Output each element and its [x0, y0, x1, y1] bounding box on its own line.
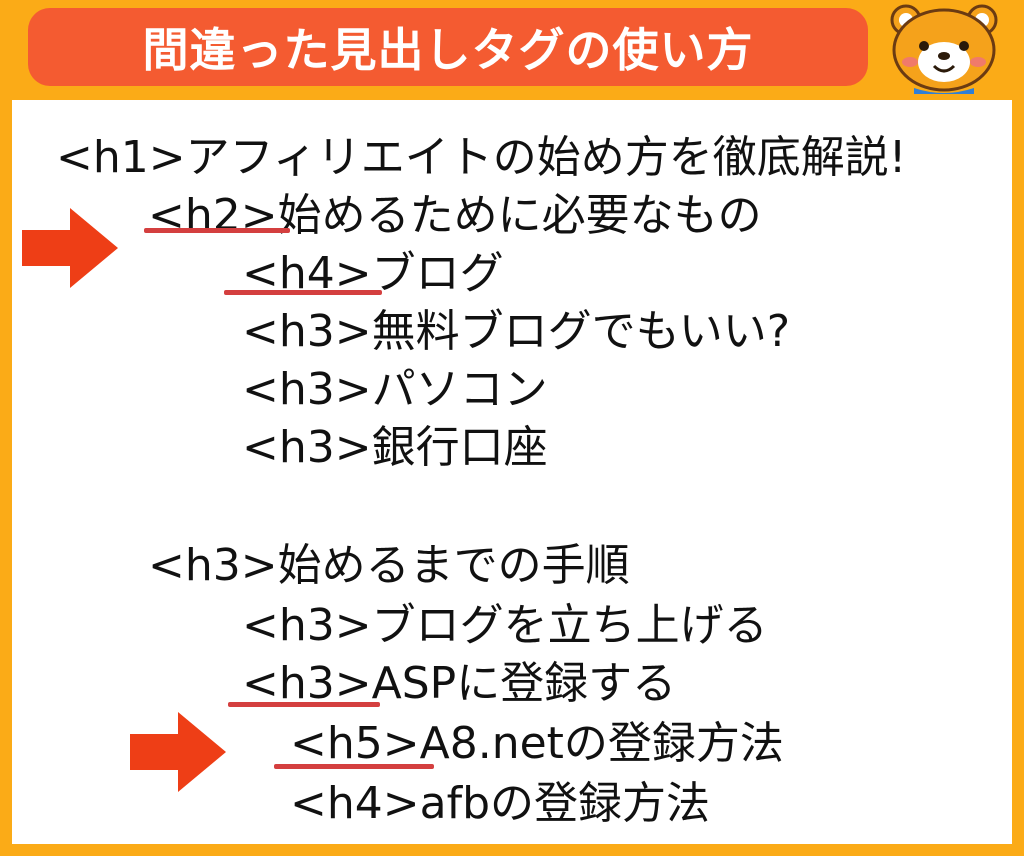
arrow-right-icon	[14, 200, 126, 296]
outline-line-4: <h3>無料ブログでもいい?	[242, 310, 790, 354]
outline-line-6: <h3>銀行口座	[242, 426, 548, 470]
heading-tag: <h3>	[148, 540, 278, 591]
outline-line-2: <h2>始めるために必要なもの	[148, 194, 762, 238]
error-underline	[224, 290, 382, 295]
error-underline	[228, 702, 380, 707]
heading-tag: <h4>	[242, 248, 372, 299]
heading-text: afbの登録方法	[419, 778, 711, 829]
outline-line-1: <h1>アフィリエイトの始め方を徹底解説!	[56, 136, 906, 180]
heading-text: ASPに登録する	[371, 658, 677, 709]
heading-text: A8.netの登録方法	[419, 718, 784, 769]
heading-text: 無料ブログでもいい?	[371, 306, 791, 357]
outline-line-7: <h3>始めるまでの手順	[148, 544, 630, 588]
arrow-right-icon	[122, 704, 234, 800]
heading-tag: <h3>	[242, 600, 372, 651]
outline-line-8: <h3>ブログを立ち上げる	[242, 604, 768, 648]
heading-text: ブログ	[371, 248, 504, 299]
heading-text: パソコン	[371, 364, 548, 415]
heading-text: 銀行口座	[371, 422, 548, 473]
outline-line-3: <h4>ブログ	[242, 252, 504, 296]
heading-tag: <h5>	[290, 718, 420, 769]
heading-text: ブログを立ち上げる	[371, 600, 768, 651]
title-banner: 間違った見出しタグの使い方	[28, 8, 868, 86]
outline-line-11: <h4>afbの登録方法	[290, 782, 710, 826]
heading-text: アフィリエイトの始め方を徹底解説!	[185, 132, 907, 183]
heading-tag: <h2>	[148, 190, 278, 241]
error-underline	[144, 228, 290, 233]
heading-tag: <h3>	[242, 364, 372, 415]
outline-line-5: <h3>パソコン	[242, 368, 548, 412]
heading-tag: <h4>	[290, 778, 420, 829]
outline-line-10: <h5>A8.netの登録方法	[290, 722, 784, 766]
heading-tag: <h3>	[242, 306, 372, 357]
heading-tag: <h1>	[56, 132, 186, 183]
error-underline	[274, 764, 434, 769]
heading-tag: <h3>	[242, 422, 372, 473]
heading-text: 始めるまでの手順	[277, 540, 630, 591]
page-title: 間違った見出しタグの使い方	[142, 23, 754, 77]
bear-mascot-icon	[890, 4, 998, 94]
heading-tag: <h3>	[242, 658, 372, 709]
heading-text: 始めるために必要なもの	[277, 190, 762, 241]
outline-line-9: <h3>ASPに登録する	[242, 662, 676, 706]
